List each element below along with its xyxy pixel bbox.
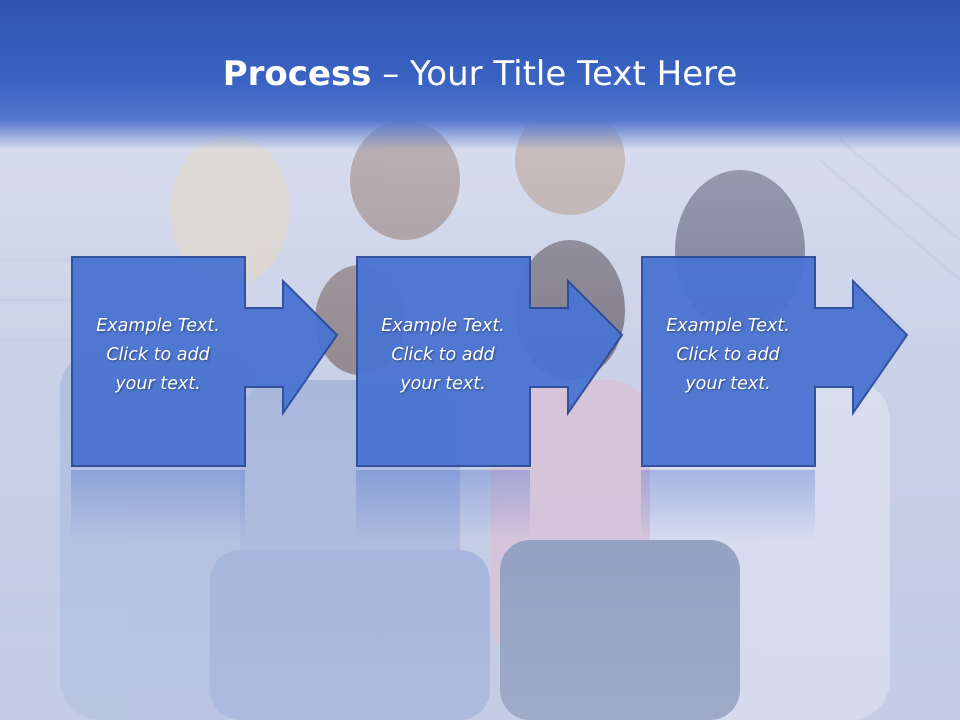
title-band [0, 0, 960, 150]
step-text-line-3: your text. [400, 374, 486, 394]
process-step-2[interactable]: Example Text. Click to add your text. [356, 256, 626, 468]
title-bold-part: Process [222, 54, 372, 94]
step-text: Example Text. Click to add your text. [71, 312, 245, 399]
arrow-box-shape [71, 256, 339, 467]
title-rest-part: – Your Title Text Here [371, 54, 738, 94]
step-3-reflection [641, 470, 815, 540]
step-text-line-2: Click to add [676, 345, 780, 365]
process-step-3[interactable]: Example Text. Click to add your text. [641, 256, 911, 468]
arrow-box-shape [356, 256, 624, 467]
step-1-reflection [71, 470, 245, 540]
step-text-line-2: Click to add [391, 345, 495, 365]
step-2-reflection [356, 470, 530, 540]
step-text-line-1: Example Text. [666, 316, 790, 336]
step-text-line-2: Click to add [106, 345, 210, 365]
step-text-line-1: Example Text. [381, 316, 505, 336]
step-text-line-1: Example Text. [96, 316, 220, 336]
step-text: Example Text. Click to add your text. [356, 312, 530, 399]
slide-title[interactable]: Process – Your Title Text Here [0, 52, 960, 96]
arrow-box-shape [641, 256, 909, 467]
process-step-1[interactable]: Example Text. Click to add your text. [71, 256, 341, 468]
step-text: Example Text. Click to add your text. [641, 312, 815, 399]
step-text-line-3: your text. [115, 374, 201, 394]
step-text-line-3: your text. [685, 374, 771, 394]
